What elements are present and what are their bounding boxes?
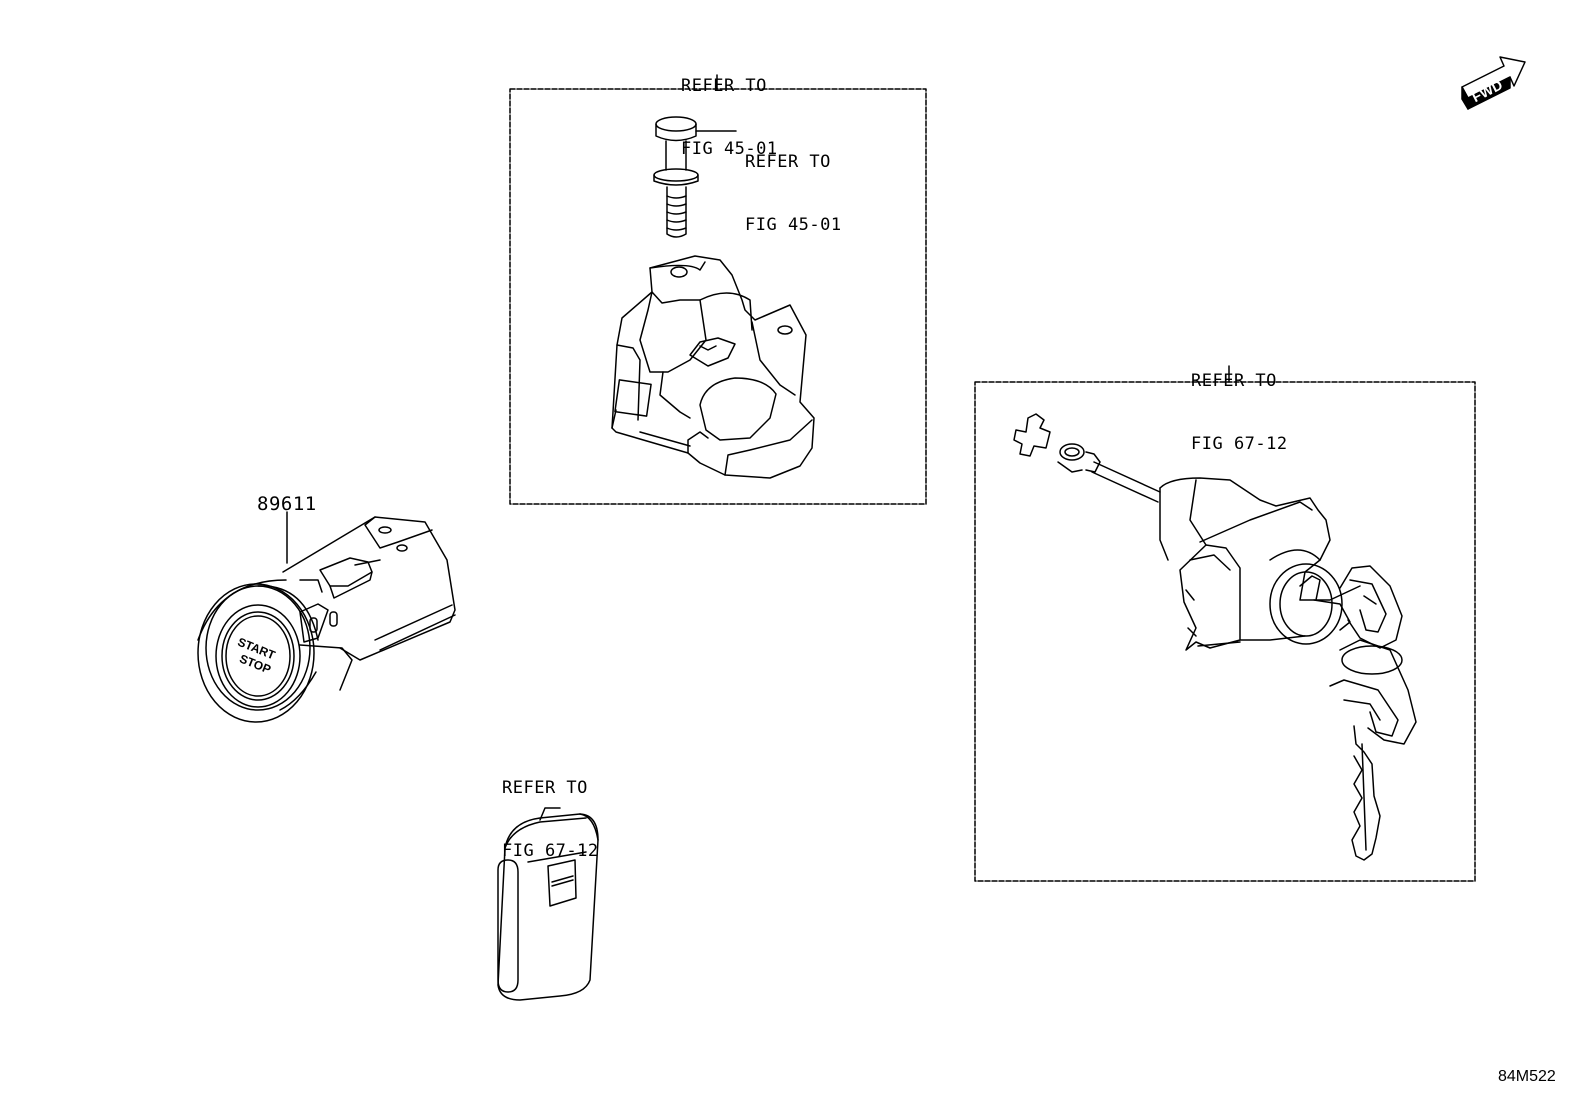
- fwd-arrow-icon: FWD: [1461, 56, 1526, 110]
- refer-label-bolt-line2: FIG 45-01: [745, 215, 842, 235]
- refer-label-keyfob-line2: FIG 67-12: [502, 841, 599, 861]
- refer-label-top-line1: REFER TO: [681, 76, 767, 96]
- diagram-code: 84M522: [1498, 1068, 1556, 1085]
- refer-label-cylinder-line1: REFER TO: [1191, 371, 1277, 391]
- key-cylinder-group-box: [974, 381, 1476, 882]
- refer-label-keyfob-line1: REFER TO: [502, 778, 588, 798]
- refer-label-cylinder-line2: FIG 67-12: [1191, 434, 1288, 454]
- refer-label-top: REFER TO FIG 45-01: [681, 34, 778, 181]
- steering-lock-group-box: [509, 88, 927, 505]
- refer-label-bolt-line1: REFER TO: [745, 152, 831, 172]
- refer-label-cylinder: REFER TO FIG 67-12: [1191, 329, 1288, 476]
- key-fob-icon: [497, 807, 599, 1001]
- bolt-icon: [653, 116, 699, 238]
- refer-label-bolt: REFER TO FIG 45-01: [745, 110, 842, 257]
- steering-lock-housing-icon: [611, 255, 815, 479]
- part-number-89611[interactable]: 89611: [257, 493, 317, 515]
- door-key-cylinder-icon: [1013, 413, 1417, 861]
- start-stop-switch-icon: START STOP: [197, 516, 456, 723]
- refer-label-top-line2: FIG 45-01: [681, 139, 778, 159]
- refer-label-keyfob: REFER TO FIG 67-12: [502, 736, 599, 883]
